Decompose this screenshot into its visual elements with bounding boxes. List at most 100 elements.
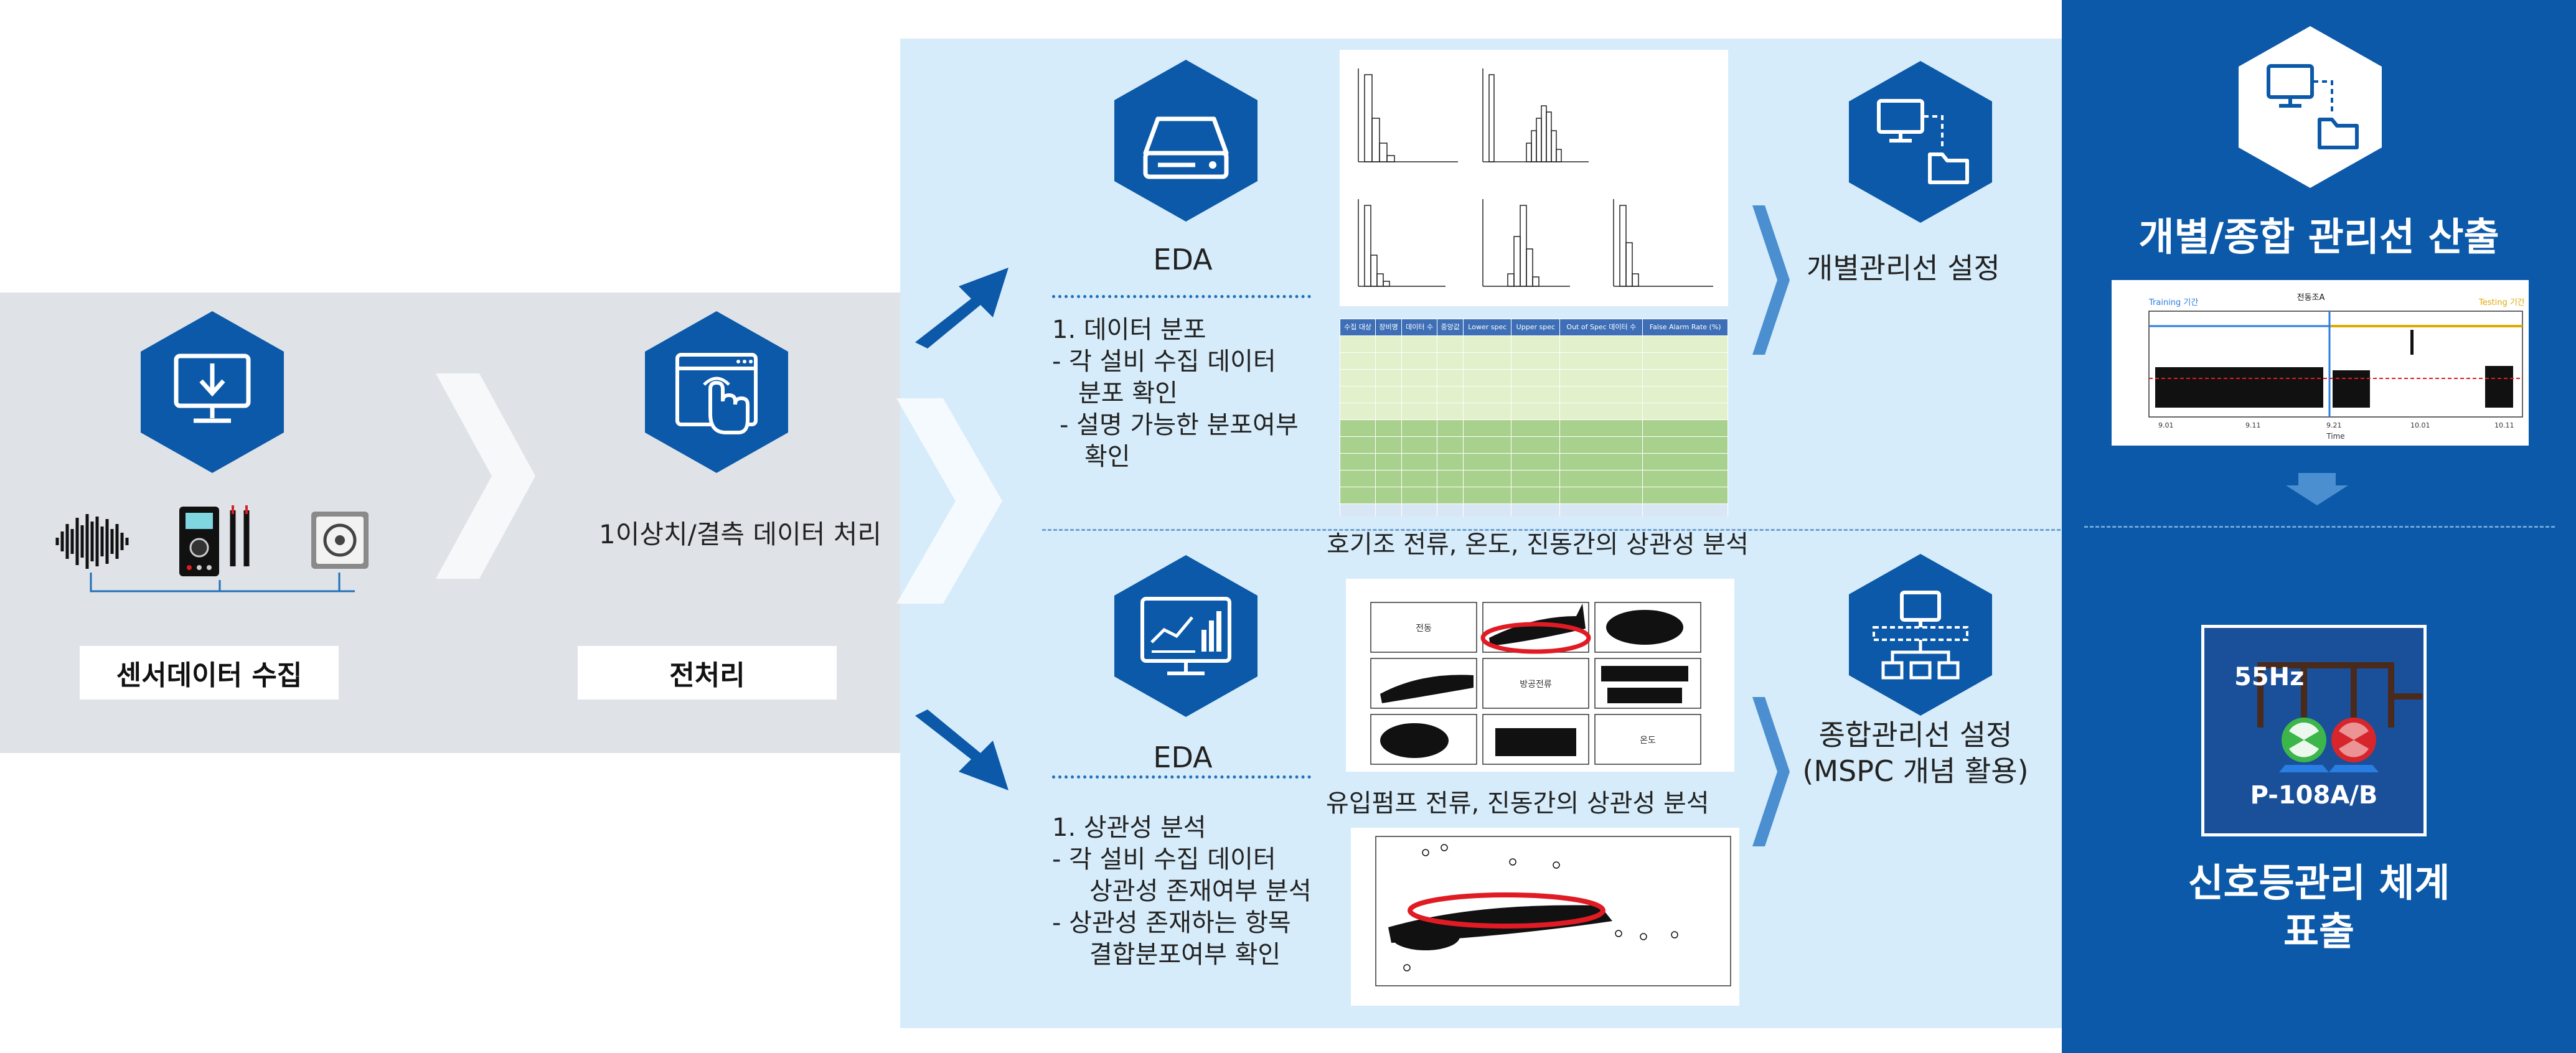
control-line-result-title: 개별/종합 관리선 산출: [2138, 214, 2499, 260]
eda-top-line-3: 분포 확인: [1078, 379, 1178, 408]
spec-table-cell: [1375, 453, 1403, 470]
eda-bottom-line-2: - 각 설비 수집 데이터: [1052, 845, 1276, 874]
chart-xlabel: Time: [2326, 432, 2344, 441]
spec-col-upper: Upper spec: [1511, 319, 1561, 336]
traffic-title-line-2: 표출: [2283, 909, 2355, 954]
spec-table-cell: [1642, 335, 1728, 353]
dashboard-monitor-icon: [1114, 555, 1257, 717]
combined-line-1: 종합관리선 설정: [1818, 718, 2013, 752]
spec-table-cell: [1401, 503, 1438, 517]
scatter-matrix-figure: 전동 방공전류 온도: [1346, 579, 1734, 772]
spec-table-cell: [1559, 436, 1643, 454]
spec-table-cell: [1511, 403, 1561, 420]
spec-table-cell: [1437, 453, 1464, 470]
histogram-grid-figure: [1340, 50, 1728, 306]
spec-col-count: 데이터 수: [1401, 319, 1438, 336]
spec-table-cell: [1559, 453, 1643, 470]
spec-table-cell: [1401, 369, 1438, 386]
eda-bottom-line-3: 상관성 존재여부 분석: [1089, 877, 1312, 906]
pump-diagram: [2257, 662, 2422, 772]
spec-table-cell: [1642, 503, 1728, 517]
spec-table-cell: [1511, 369, 1561, 386]
spec-table-cell: [1642, 386, 1728, 403]
spec-table-cell: [1559, 470, 1643, 487]
eda-top-line-2: - 각 설비 수집 데이터: [1052, 347, 1276, 376]
scatter-matrix: 전동 방공전류 온도: [1370, 602, 1701, 765]
control-chart-figure: Training 기간 전동조A Testing 기간 Time 9.01 9.…: [2112, 280, 2529, 446]
spec-table-cell: [1401, 386, 1438, 403]
spec-table-cell: [1437, 503, 1464, 517]
chevron-to-individual: [1752, 205, 1790, 355]
control-chart: Training 기간 전동조A Testing 기간 Time 9.01 9.…: [2148, 293, 2525, 441]
spec-table: 수집 대상 장비명 데이터 수 중앙값 Lower spec Upper spe…: [1340, 319, 1728, 517]
spec-table-row: [1340, 436, 1728, 454]
pump-name: P-108A/B: [2250, 781, 2378, 810]
spec-table-cell: [1401, 352, 1438, 370]
spec-table-cell: [1340, 419, 1376, 437]
spec-table-cell: [1463, 419, 1512, 437]
spec-table-cell: [1559, 335, 1643, 353]
spec-table-cell: [1437, 335, 1464, 353]
chart-xtick-1: 9.01: [2158, 421, 2174, 429]
spec-table-cell: [1375, 436, 1403, 454]
spec-table-cell: [1642, 419, 1728, 437]
spec-table-cell: [1375, 352, 1403, 370]
spec-table-cell: [1340, 386, 1376, 403]
eda-top-line-5: 확인: [1084, 442, 1131, 471]
network-monitor-icon: [1849, 554, 1992, 716]
spec-table-cell: [1642, 369, 1728, 386]
scatter-plot-figure: [1351, 828, 1739, 1006]
section-divider: [1042, 529, 2061, 531]
individual-control-line-label: 개별관리선 설정: [1807, 251, 2000, 285]
spec-table-cell: [1559, 419, 1643, 437]
spec-table-cell: [1642, 436, 1728, 454]
spec-table-cell: [1375, 419, 1403, 437]
chart-xtick-3: 9.21: [2326, 421, 2342, 429]
spec-table-row: [1340, 352, 1728, 370]
spec-table-cell: [1559, 403, 1643, 420]
spec-table-cell: [1642, 453, 1728, 470]
eda-top-title: EDA: [1153, 243, 1213, 276]
spec-table-cell: [1511, 487, 1561, 504]
spec-table-cell: [1463, 386, 1512, 403]
spec-table-cell: [1511, 335, 1561, 353]
eda-bottom-line-5: 결합분포여부 확인: [1089, 940, 1281, 969]
traffic-title-line-1: 신호등관리 체계: [2188, 860, 2450, 906]
spec-table-cell: [1642, 470, 1728, 487]
spec-col-out-of-spec: Out of Spec 데이터 수: [1559, 319, 1643, 336]
touch-browser-icon: [645, 311, 788, 473]
spec-table-cell: [1559, 487, 1643, 504]
spec-table-cell: [1437, 487, 1464, 504]
spec-table-cell: [1401, 403, 1438, 420]
spec-table-cell: [1375, 369, 1403, 386]
spec-table-cell: [1437, 352, 1464, 370]
spec-table-cell: [1340, 403, 1376, 420]
spec-table-cell: [1340, 503, 1376, 517]
spec-table-cell: [1511, 503, 1561, 517]
matrix-label-1: 전동: [1416, 624, 1432, 634]
spec-table-cell: [1511, 419, 1561, 437]
chart-xtick-4: 10.01: [2410, 421, 2430, 429]
spec-table-cell: [1642, 487, 1728, 504]
arrow-down-right: [915, 709, 1008, 790]
chevron-arrow-1: [436, 373, 535, 579]
spec-table-cell: [1642, 403, 1728, 420]
matrix-label-2: 방공전류: [1520, 680, 1552, 690]
spec-table-cell: [1511, 386, 1561, 403]
spec-table-cell: [1401, 436, 1438, 454]
spec-table-cell: [1642, 352, 1728, 370]
chart-xtick-2: 9.11: [2245, 421, 2261, 429]
spec-table-cell: [1463, 352, 1512, 370]
spec-table-cell: [1463, 369, 1512, 386]
spec-col-false-alarm: False Alarm Rate (%): [1642, 319, 1728, 336]
spec-table-cell: [1511, 470, 1561, 487]
spec-table-cell: [1463, 503, 1512, 517]
spec-table-cell: [1375, 386, 1403, 403]
download-monitor-icon: [141, 311, 284, 473]
scatter-plot: [1375, 836, 1731, 986]
spec-table-cell: [1463, 335, 1512, 353]
eda-bottom-line-4: - 상관성 존재하는 항목: [1052, 909, 1291, 937]
spec-table-row: [1340, 403, 1728, 420]
spec-table-cell: [1511, 352, 1561, 370]
pump-status-panel: 55Hz P-108A/B: [2201, 625, 2427, 836]
